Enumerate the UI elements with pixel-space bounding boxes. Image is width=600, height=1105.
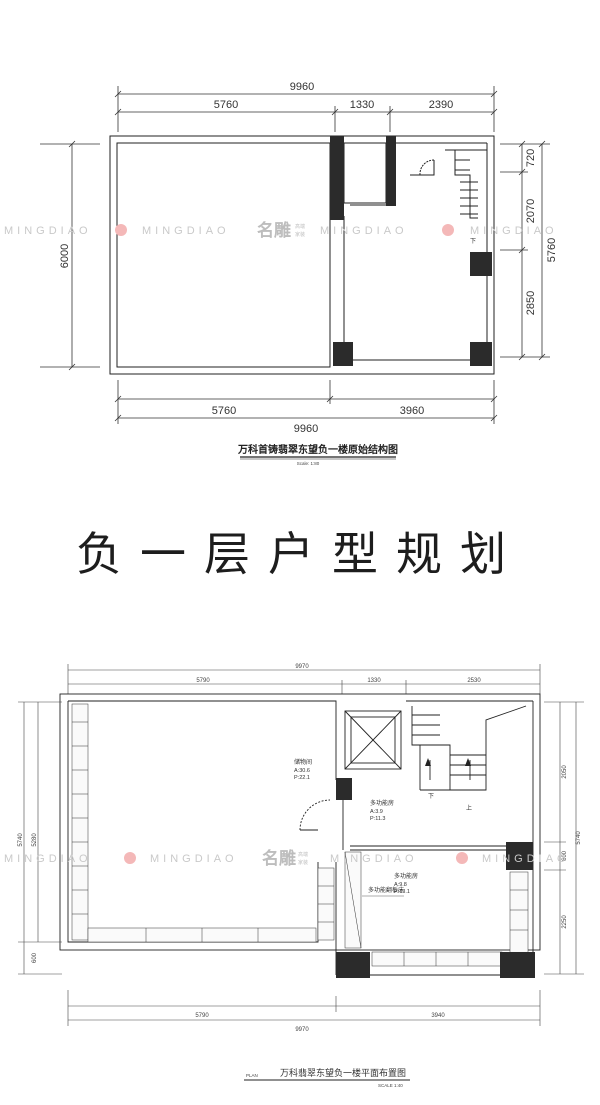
plan2-dim-top-b: 1330: [367, 678, 381, 684]
plan2-dim-bottom-total: 9970: [295, 1027, 309, 1033]
plan1-dim-top-b: 1330: [350, 99, 374, 111]
plan1-dim-right-c: 2850: [525, 291, 537, 315]
plan2-dim-left-outer: 5740: [18, 833, 24, 847]
plan1-dim-bottom-a: 5760: [212, 405, 236, 417]
watermark-brand-far: MINGDIAO: [470, 225, 558, 237]
watermark2-brand-mid: MINGDIAO: [150, 853, 238, 865]
plan1-columns: [330, 136, 492, 366]
room-storage-perimeter: P:22.1: [294, 775, 310, 781]
plan1-scale: Scale: 1:80: [297, 461, 320, 466]
room-multi2-area: A:9.8: [394, 882, 407, 888]
plan2-dim-right-b: 600: [562, 850, 568, 861]
section-heading: 负一层户型规划: [76, 527, 524, 581]
plan1-dim-top-total: 9960: [290, 81, 314, 93]
plan2-columns: [336, 778, 535, 978]
plan2-dims-right: [544, 701, 584, 975]
plan1-title: 万科首铸翡翠东望负一楼原始结构图: [237, 443, 398, 456]
watermark-logo-icon: [115, 224, 127, 236]
plan1-dim-right-a: 720: [525, 149, 537, 167]
watermark2-brand-right: MINGDIAO: [330, 853, 418, 865]
plan2-dim-bottom-a: 5790: [195, 1013, 209, 1019]
plan2-layout: 9970 5790 1330 2530: [18, 664, 584, 1088]
watermark-brand-left: MINGDIAO: [4, 225, 92, 237]
plan2-dim-bottom-b: 3940: [431, 1013, 445, 1019]
watermark2-sub2: 家装: [298, 859, 308, 866]
plan1-dim-bottom-b: 3960: [400, 405, 424, 417]
room-multi1-area: A:3.9: [370, 809, 383, 815]
room-storage-area: A:30.6: [294, 768, 310, 774]
plan1-dim-right-total: 5760: [546, 238, 558, 262]
plan1-dims-bottom: [114, 380, 498, 424]
plan2-dim-top-c: 2530: [467, 678, 481, 684]
plan2-dim-right-a: 2050: [562, 765, 568, 779]
plan1-dim-left: 6000: [59, 244, 71, 268]
watermark-row-2: MINGDIAO MINGDIAO 名雕 高端 家装 MINGDIAO MING…: [4, 848, 570, 869]
plan1-walls: [109, 135, 495, 375]
plan2-dim-left-small: 600: [32, 952, 38, 963]
plan2-cabinet-left: [71, 703, 529, 967]
room-multi2-perimeter: P:13.1: [394, 889, 410, 895]
watermark-cn: 名雕: [257, 220, 291, 241]
watermark2-logo-icon-2: [456, 852, 468, 864]
plan2-stair-up-label: 上: [466, 804, 472, 812]
watermark-brand-mid: MINGDIAO: [142, 225, 230, 237]
plan2-title: 万科翡翠东望负一楼平面布置图: [280, 1067, 406, 1079]
plan1-dim-top-c: 2390: [429, 99, 453, 111]
watermark2-cn: 名雕: [262, 848, 296, 869]
watermark2-logo-icon: [124, 852, 136, 864]
plan1-dims-right: [500, 140, 550, 361]
plan1-dims-top: [114, 86, 498, 132]
watermark-sub1: 高端: [295, 223, 305, 230]
watermark-logo-icon-2: [442, 224, 454, 236]
watermark2-brand-far: MINGDIAO: [482, 853, 570, 865]
room-multi1-perimeter: P:11.3: [370, 816, 386, 822]
plan1-stair-down-label: 下: [470, 238, 476, 245]
plan2-dims-bottom: [67, 990, 541, 1026]
plan2-dim-right-total: 5740: [576, 831, 582, 845]
plan2-dim-top-a: 5790: [196, 678, 210, 684]
plan1-dim-bottom-total: 9960: [294, 423, 318, 435]
watermark-brand-right: MINGDIAO: [320, 225, 408, 237]
plan1-dim-right-b: 2070: [525, 199, 537, 223]
plan2-dim-left-inner: 5280: [32, 833, 38, 847]
room-storage-name: 储物间: [294, 758, 312, 766]
plan2-scale: SCALE 1:40: [378, 1083, 403, 1088]
plan2-dim-right-c: 2250: [562, 915, 568, 929]
plan2-dim-top-total: 9970: [295, 664, 309, 670]
watermark2-brand-left: MINGDIAO: [4, 853, 92, 865]
plan2-stair-down-label: 下: [428, 793, 434, 800]
room-multi1-name: 多功能房: [370, 799, 394, 807]
plan1-dim-top-a: 5760: [214, 99, 238, 111]
watermark2-sub1: 高端: [298, 851, 308, 858]
watermark-row-1: MINGDIAO MINGDIAO 名雕 高端 家装 MINGDIAO MING…: [4, 220, 558, 241]
plan1-dims-left: [40, 140, 100, 371]
plan2-dims-top: [67, 664, 541, 694]
plan2-plan-label: PLAN: [246, 1073, 258, 1078]
room-fold-bed-label: 多功能翻板床: [368, 886, 404, 894]
watermark-sub2: 家装: [295, 231, 305, 238]
plan1-original-structure: 9960 5760 1330 2390: [40, 81, 558, 466]
room-multi2-name: 多功能房: [394, 872, 418, 880]
plan2-dims-left: [18, 701, 62, 975]
plan2-walls: [59, 693, 541, 976]
